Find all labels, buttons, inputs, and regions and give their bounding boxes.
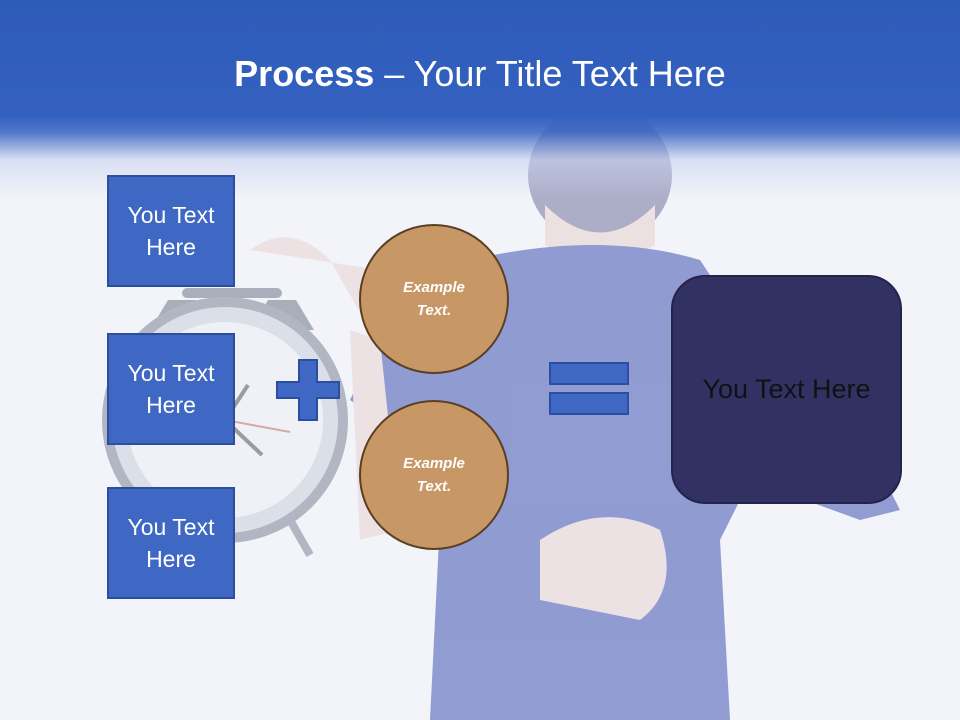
circle-label: Example Text. (403, 279, 465, 319)
slide-title[interactable]: Process – Your Title Text Here (0, 52, 960, 96)
header-band (0, 0, 960, 200)
text-box-1[interactable]: You Text Here (107, 175, 235, 287)
equals-icon (549, 362, 629, 415)
text-box-label: You Text Here (127, 514, 215, 572)
example-circle-1[interactable]: Example Text. (359, 224, 509, 374)
circle-label: Example Text. (403, 455, 465, 495)
text-box-3[interactable]: You Text Here (107, 487, 235, 599)
plus-icon (276, 359, 340, 421)
title-strong: Process (234, 53, 375, 94)
text-box-2[interactable]: You Text Here (107, 333, 235, 445)
text-box-label: You Text Here (127, 202, 215, 260)
title-rest: – Your Title Text Here (374, 53, 726, 94)
result-box[interactable]: You Text Here (671, 275, 902, 504)
result-label: You Text Here (702, 374, 871, 404)
text-box-label: You Text Here (127, 360, 215, 418)
example-circle-2[interactable]: Example Text. (359, 400, 509, 550)
